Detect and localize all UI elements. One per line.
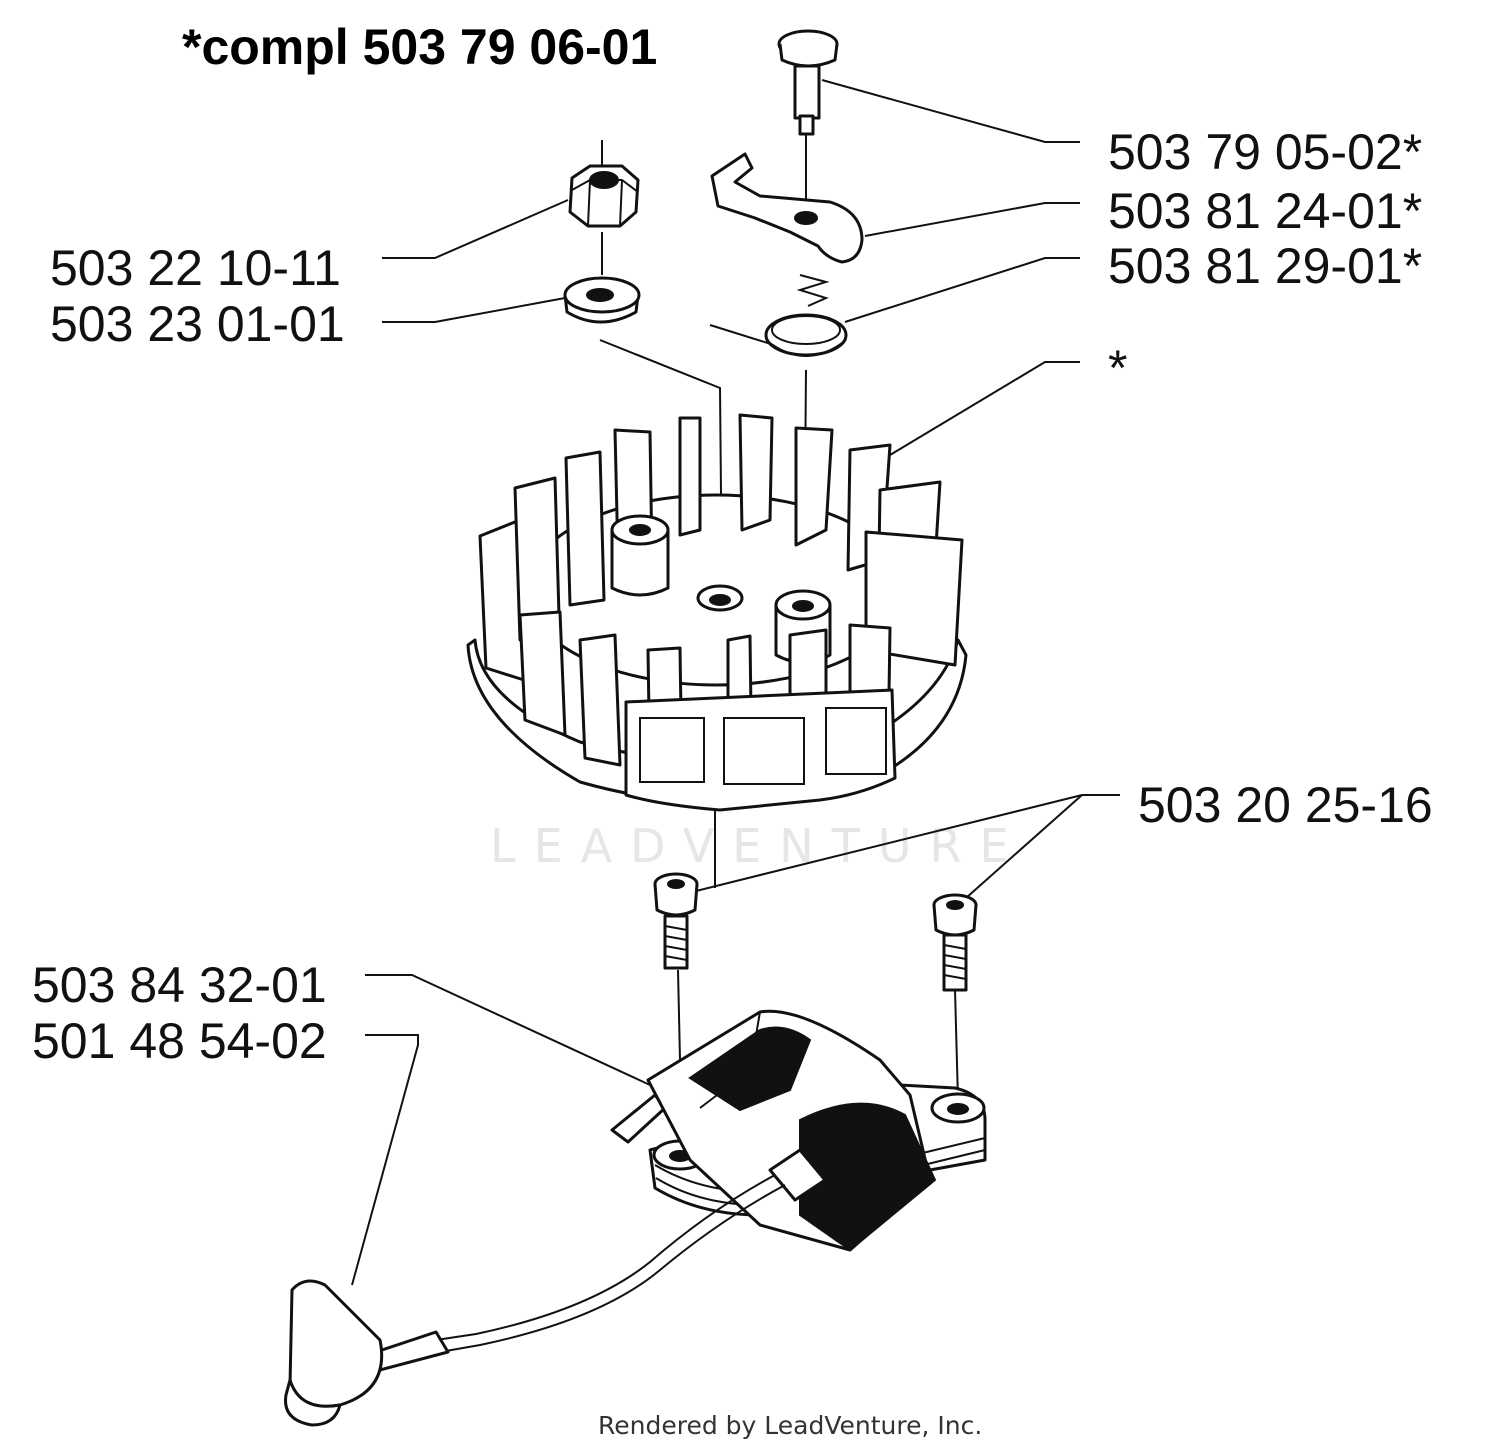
screw-right-part bbox=[932, 893, 978, 992]
label-washer: 503 23 01-01 bbox=[50, 296, 345, 352]
label-ignition-module: 503 84 32-01 bbox=[32, 957, 327, 1013]
label-spring: 503 81 29-01* bbox=[1108, 238, 1422, 294]
pawl-part bbox=[710, 152, 864, 264]
ignition-module-part bbox=[610, 1009, 987, 1252]
flywheel-part bbox=[466, 413, 968, 812]
label-screws: 503 20 25-16 bbox=[1138, 777, 1433, 833]
label-spark-plug-cap: 501 48 54-02 bbox=[32, 1013, 327, 1069]
label-pawl: 503 81 24-01* bbox=[1108, 183, 1422, 239]
watermark-text: LEADVENTURE bbox=[490, 819, 1027, 873]
spring-part bbox=[709, 274, 848, 357]
washer-part bbox=[563, 276, 641, 324]
assembly-title: *compl 503 79 06-01 bbox=[182, 19, 657, 75]
nut-part bbox=[568, 164, 640, 228]
label-flywheel: * bbox=[1108, 340, 1127, 396]
pin-part bbox=[777, 29, 839, 136]
label-pin: 503 79 05-02* bbox=[1108, 124, 1422, 180]
credit-text: Rendered by LeadVenture, Inc. bbox=[598, 1411, 982, 1440]
screw-left-part bbox=[653, 872, 699, 970]
label-nut: 503 22 10-11 bbox=[50, 240, 341, 296]
spark-plug-cap-part bbox=[284, 1174, 786, 1427]
